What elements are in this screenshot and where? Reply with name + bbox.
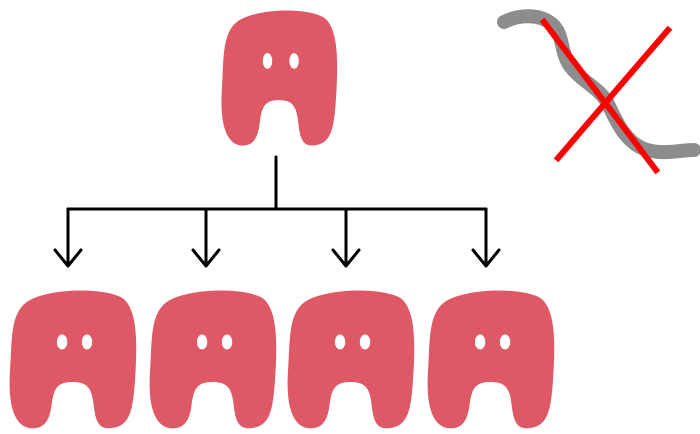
creature-body (428, 291, 555, 429)
arrow-child-3 (333, 209, 359, 266)
creature-eye-left (475, 335, 485, 350)
child-creature-1 (10, 291, 137, 429)
creature-body (221, 11, 337, 146)
creature-eye-right (360, 335, 370, 350)
creature-body (10, 291, 137, 429)
arrow-child-1 (55, 209, 81, 266)
creature-eye-right (82, 335, 92, 350)
creature-eye-left (263, 53, 273, 69)
arrow-child-2 (193, 209, 219, 266)
creature-eye-right (289, 53, 299, 69)
creature-body (150, 291, 277, 429)
creature-eye-right (500, 335, 510, 350)
parent-creature (221, 11, 337, 146)
child-creature-3 (288, 291, 415, 429)
branching-arrows-icon (55, 157, 499, 266)
creature-eye-left (197, 335, 207, 350)
creature-eye-left (335, 335, 345, 350)
excluded-worm (504, 16, 694, 170)
creature-eye-left (57, 335, 67, 350)
arrow-child-4 (473, 209, 499, 266)
child-creature-4 (428, 291, 555, 429)
creature-body (288, 291, 415, 429)
child-creature-2 (150, 291, 277, 429)
creature-eye-right (222, 335, 232, 350)
